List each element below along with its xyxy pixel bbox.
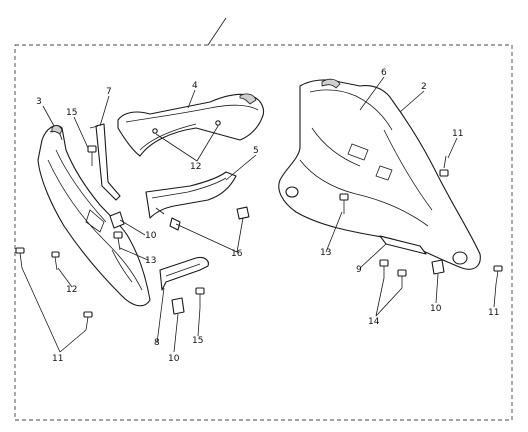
fasteners xyxy=(15,145,503,331)
clip-16 xyxy=(169,217,181,231)
callout-3: 3 xyxy=(36,97,42,107)
screw-11-right-top xyxy=(439,155,449,177)
callout-11: 11 xyxy=(488,308,499,318)
clip-10-lower xyxy=(171,297,185,315)
callout-6: 6 xyxy=(381,68,387,78)
callout-16: 16 xyxy=(231,249,243,259)
callout-13: 13 xyxy=(320,248,331,258)
clip-10-left xyxy=(109,211,125,229)
callout-10: 10 xyxy=(168,354,180,364)
screws-14 xyxy=(379,259,407,288)
callout-5: 5 xyxy=(253,146,259,156)
callout-8: 8 xyxy=(154,338,160,348)
leader-lines xyxy=(21,76,497,353)
callout-labels: 3 15 7 4 6 2 12 5 11 10 16 13 13 12 9 8 … xyxy=(36,68,499,364)
screw-11-left xyxy=(15,247,25,269)
callout-11: 11 xyxy=(452,129,463,139)
lower-bracket xyxy=(159,256,209,291)
center-trim-strip xyxy=(145,171,237,219)
screw-13-right xyxy=(339,193,349,214)
callout-12: 12 xyxy=(190,162,201,172)
top-leader-line xyxy=(207,17,227,46)
callout-15: 15 xyxy=(192,336,203,346)
screw-11-lower xyxy=(83,311,93,331)
upper-center-bracket xyxy=(117,93,265,157)
callout-4: 4 xyxy=(192,81,198,91)
callout-15: 15 xyxy=(66,108,77,118)
right-fairing xyxy=(278,78,481,270)
callout-7: 7 xyxy=(106,87,112,97)
screw-11-right xyxy=(493,265,503,285)
screw-15-upper xyxy=(87,145,97,166)
screw-13-left xyxy=(113,231,123,251)
screw-15-lower xyxy=(195,287,205,308)
callout-2: 2 xyxy=(421,82,427,92)
callout-11: 11 xyxy=(52,354,63,364)
callout-13: 13 xyxy=(145,256,156,266)
callout-10: 10 xyxy=(430,304,442,314)
screw-12-left xyxy=(51,251,60,271)
fairing-bracket-9 xyxy=(379,235,427,255)
callout-12: 12 xyxy=(66,285,77,295)
small-bracket xyxy=(89,123,121,201)
callout-14: 14 xyxy=(368,317,380,327)
clip-10-right xyxy=(431,259,445,275)
assembly-frame xyxy=(14,44,513,421)
nut-12 xyxy=(236,206,250,220)
left-side-panel xyxy=(37,125,151,307)
callout-10: 10 xyxy=(145,231,157,241)
callout-9: 9 xyxy=(356,265,362,275)
